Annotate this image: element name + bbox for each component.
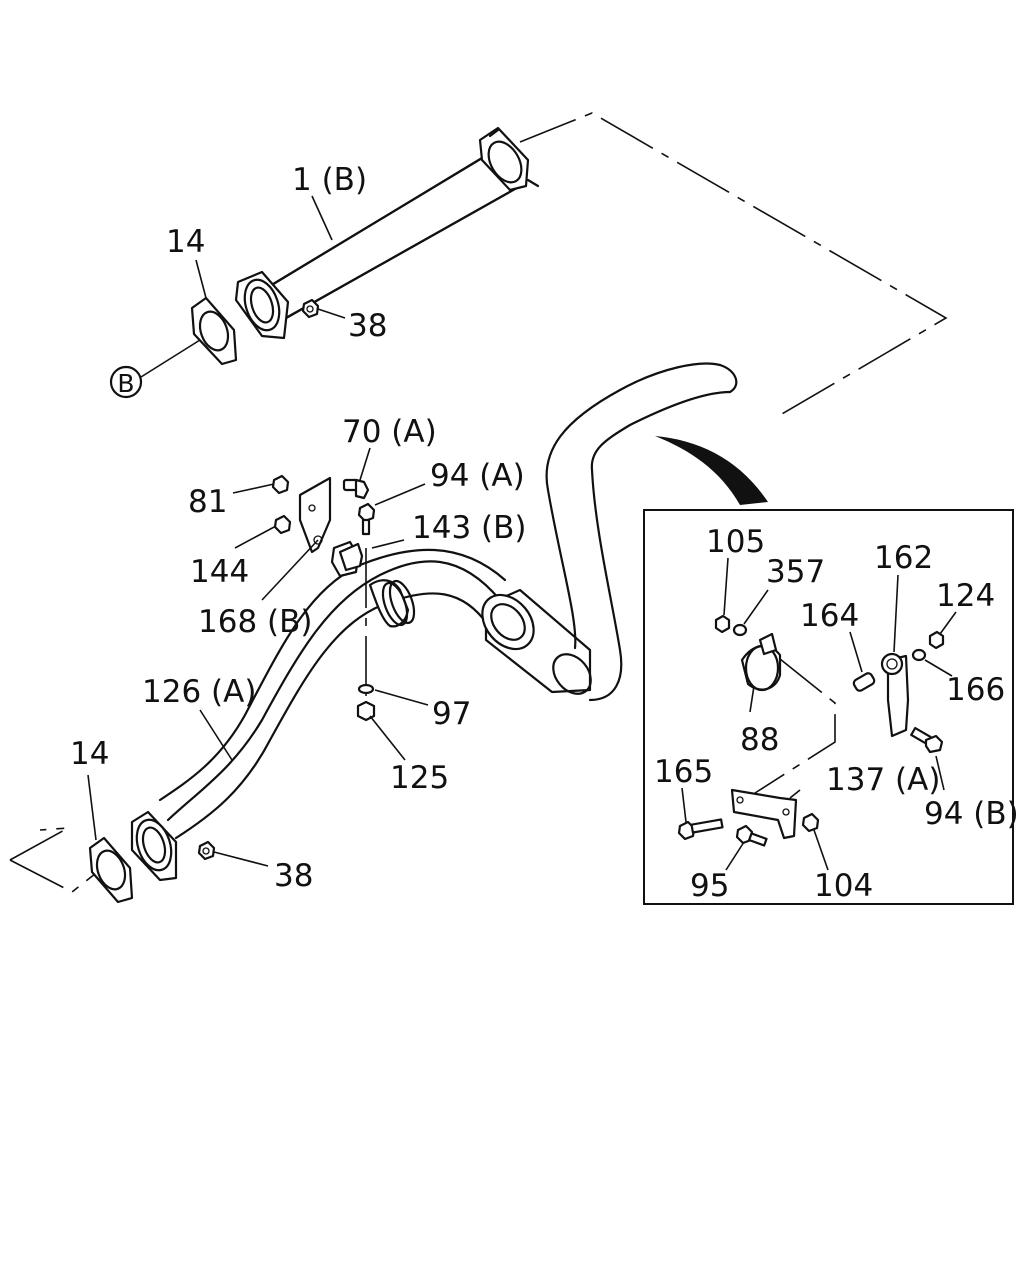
label-38-bottom: 38	[274, 858, 313, 894]
label-162: 162	[874, 540, 933, 576]
label-166: 166	[946, 672, 1005, 708]
detail-parts	[677, 614, 945, 847]
part-labels: 1 (B) 14 38 70 (A) 81 94 (A) 143 (B) 144…	[70, 162, 1019, 904]
bolt-94a	[357, 502, 376, 536]
gasket-14-top	[190, 296, 238, 366]
label-70a: 70 (A)	[342, 414, 437, 450]
bolt-70a	[342, 478, 370, 500]
label-124: 124	[936, 578, 995, 614]
front-pipe-1b	[234, 126, 540, 340]
label-144: 144	[190, 554, 249, 590]
label-81: 81	[188, 484, 227, 520]
label-88: 88	[740, 722, 779, 758]
detail-box	[643, 509, 1014, 905]
label-143b: 143 (B)	[412, 510, 526, 546]
leader-lines	[87, 195, 957, 871]
washer-97	[357, 683, 375, 695]
nut-81	[271, 474, 290, 495]
label-14-top: 14	[166, 224, 205, 260]
reference-b-marker: B	[109, 365, 143, 399]
label-164: 164	[800, 598, 859, 634]
rubber-mount-143b	[330, 540, 364, 578]
hanger-bracket-168b	[298, 476, 332, 554]
nut-144	[273, 514, 292, 535]
label-97: 97	[432, 696, 471, 732]
label-38-top: 38	[348, 308, 387, 344]
gasket-14-bottom	[88, 836, 134, 904]
label-126a: 126 (A)	[142, 674, 256, 710]
nut-125	[356, 700, 376, 722]
label-104: 104	[814, 868, 873, 904]
reference-lines	[9, 112, 948, 893]
nut-38-bottom	[197, 840, 216, 861]
label-137a: 137 (A)	[826, 762, 940, 798]
label-165: 165	[654, 754, 713, 790]
label-94a: 94 (A)	[430, 458, 525, 494]
label-95: 95	[690, 868, 729, 904]
label-125: 125	[390, 760, 449, 796]
nut-38-top	[301, 298, 320, 319]
main-pipe-126a	[130, 362, 738, 882]
label-14-bottom: 14	[70, 736, 109, 772]
label-94b: 94 (B)	[924, 796, 1019, 832]
label-1b: 1 (B)	[292, 162, 367, 198]
ref-b-label: B	[117, 369, 134, 398]
label-357: 357	[766, 554, 825, 590]
label-168b: 168 (B)	[198, 604, 312, 640]
detail-arrow	[655, 436, 768, 505]
label-105: 105	[706, 524, 765, 560]
